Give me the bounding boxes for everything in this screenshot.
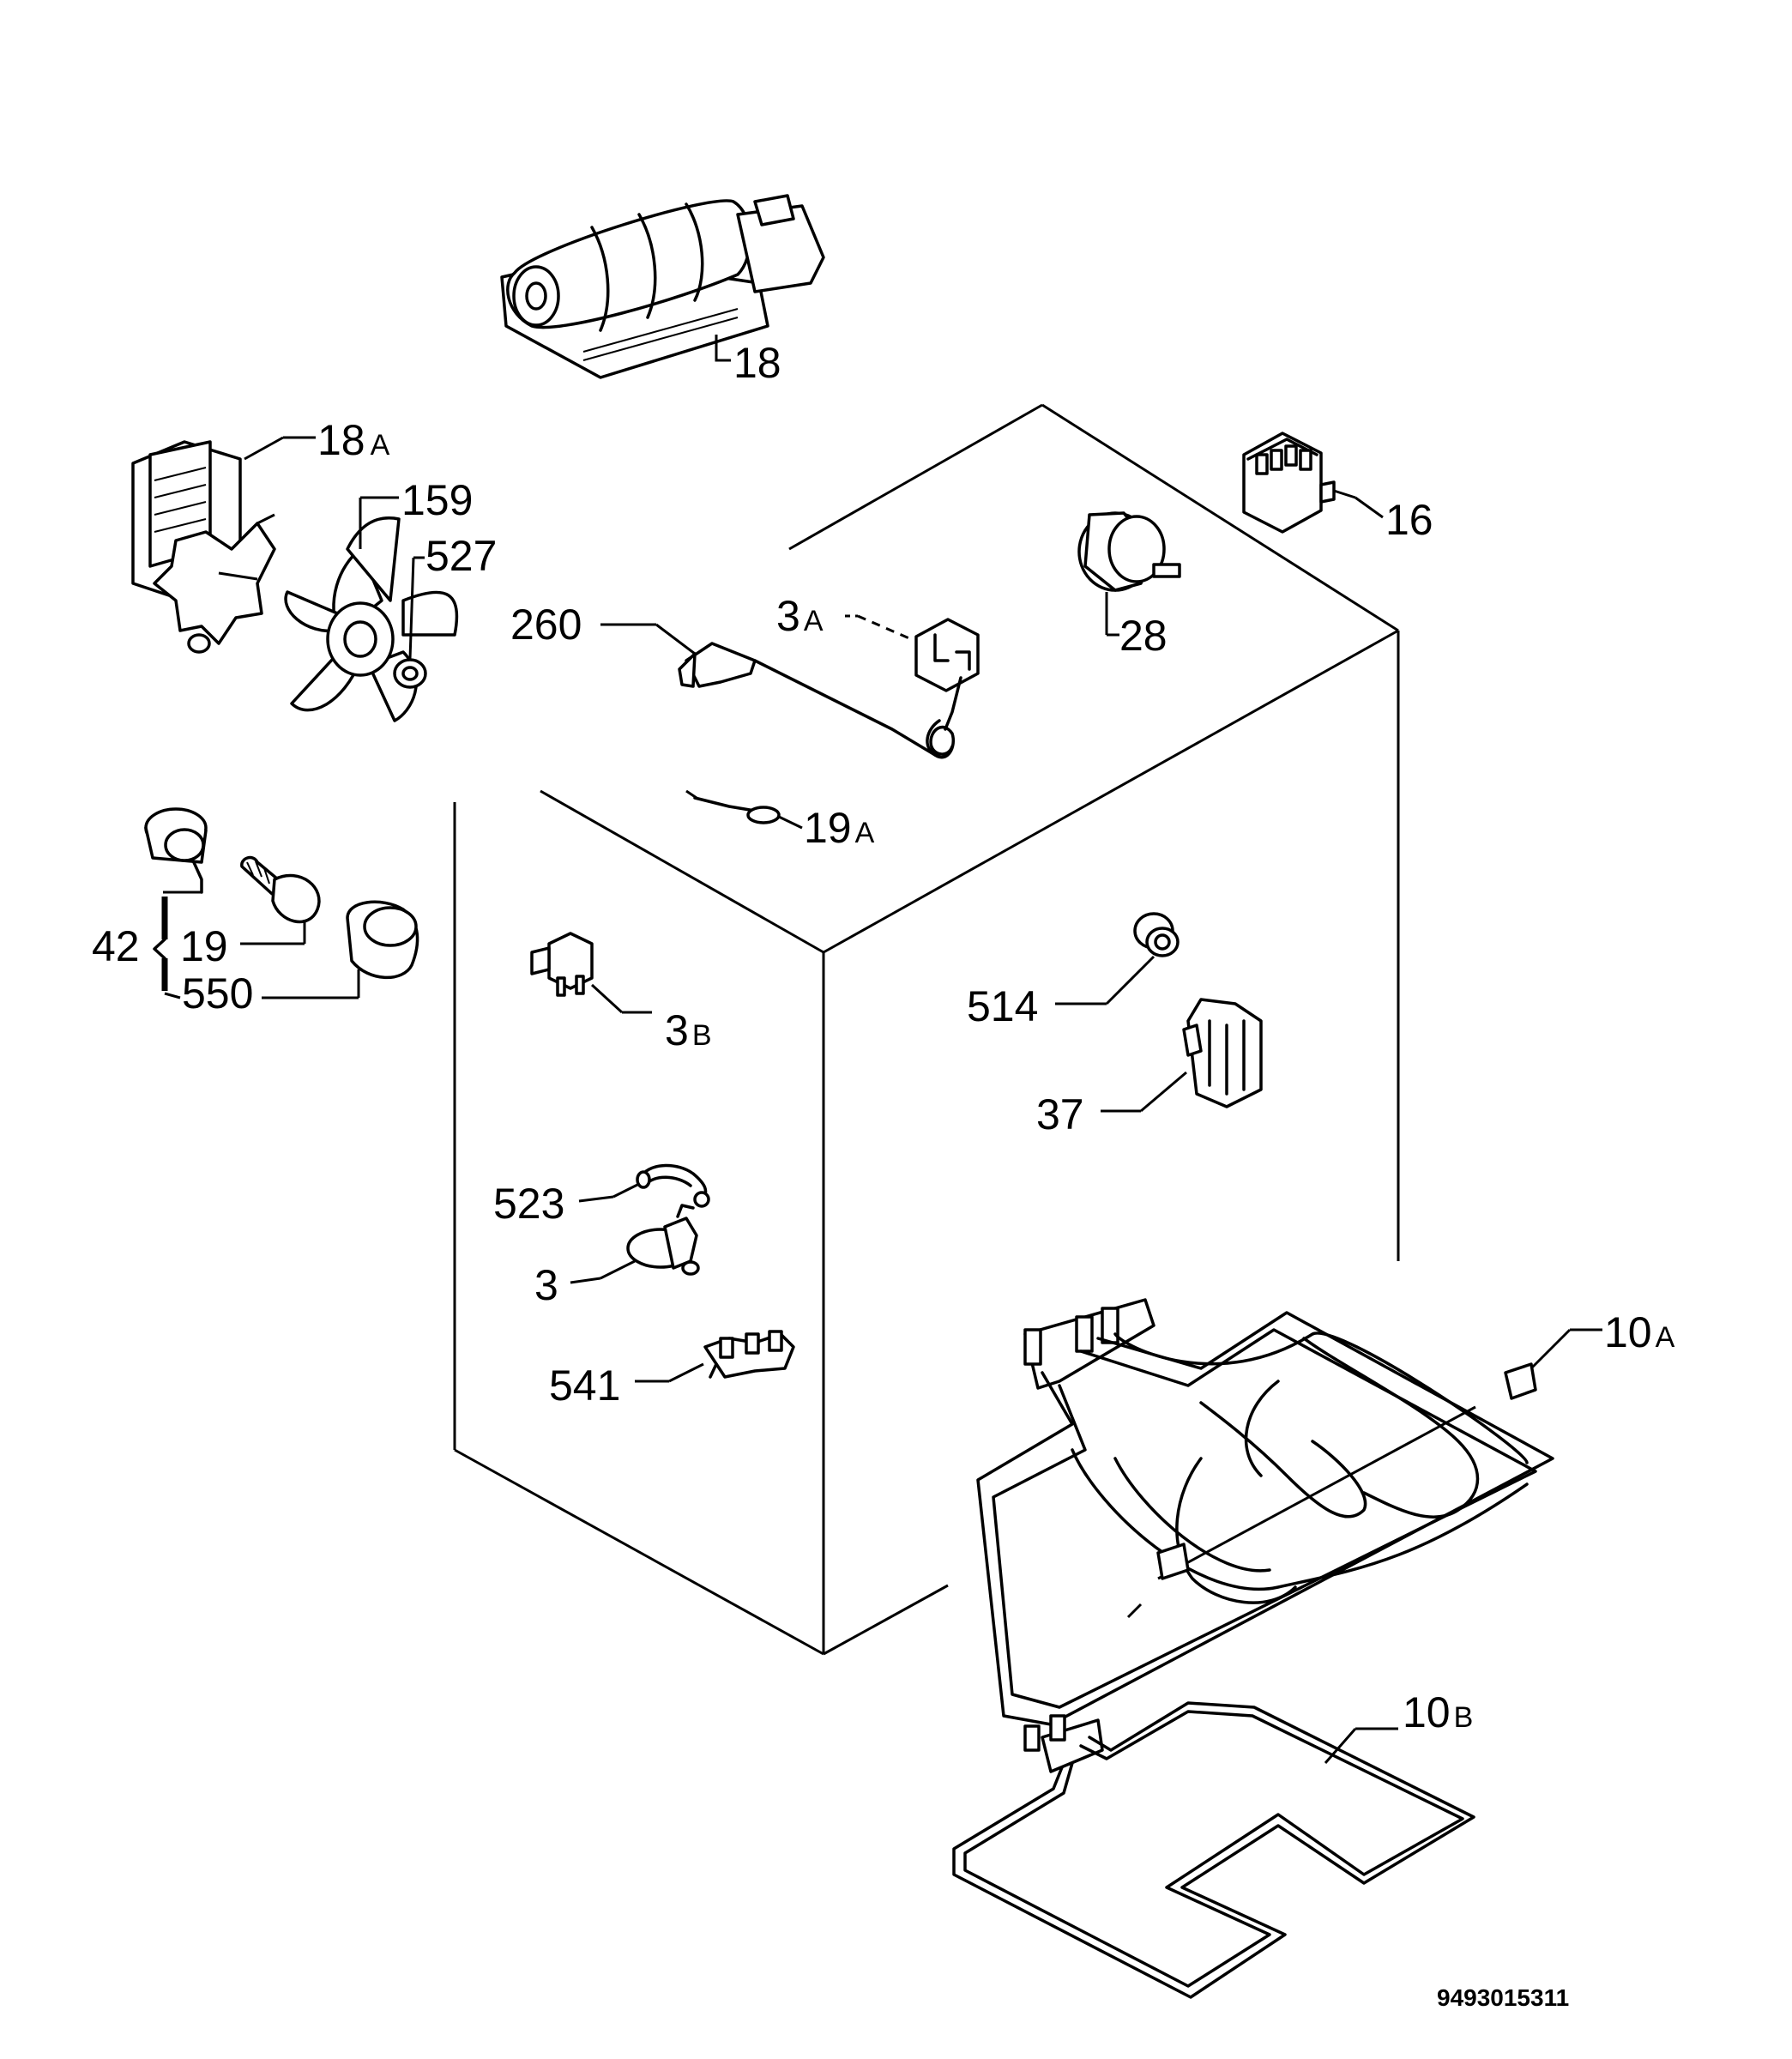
- label-28: 28: [1119, 612, 1168, 660]
- connector-part-541: [635, 1330, 795, 1383]
- lamp-holder-part-42: [144, 807, 208, 894]
- selector-switch-part-16: [1242, 432, 1384, 534]
- sensor-probe-part-260: [600, 623, 757, 688]
- label-260: 260: [510, 601, 582, 649]
- fan-nut-part-527: [393, 556, 427, 689]
- bulb-wire-part-19a: [685, 789, 803, 830]
- fan-blade-part-159: [284, 496, 459, 722]
- terminal-block-part-37: [1101, 998, 1263, 1113]
- label-18: 18: [733, 339, 781, 387]
- thermostat-part-3a: [753, 614, 980, 759]
- label-514: 514: [967, 982, 1038, 1030]
- lamp-cover-part-550: [262, 900, 419, 999]
- fan-motor-part-18a: [131, 436, 284, 654]
- grommet-part-514: [1055, 912, 1180, 1005]
- label-19: 19: [180, 922, 228, 970]
- label-159: 159: [401, 476, 473, 524]
- label-550: 550: [182, 969, 253, 1017]
- bottom-element-part-10b: [952, 1701, 1475, 1999]
- drawing-code: 9493015311: [1437, 1984, 1569, 2011]
- label-523: 523: [493, 1180, 564, 1228]
- thermostat-part-3: [570, 1204, 700, 1284]
- label-16: 16: [1385, 496, 1433, 544]
- oven-cabinet-outline: [453, 403, 1400, 1656]
- bracket-42-group: [153, 891, 202, 999]
- lamp-bulb-part-19: [240, 855, 321, 945]
- cable-clip-part-523: [578, 1163, 710, 1208]
- label-37: 37: [1036, 1090, 1084, 1138]
- label-541: 541: [549, 1362, 620, 1410]
- tangential-fan-part-18: [500, 194, 825, 379]
- label-527: 527: [425, 532, 497, 580]
- label-3: 3: [534, 1261, 558, 1309]
- grill-element-part-10a: [976, 1298, 1602, 1726]
- label-42: 42: [92, 922, 140, 970]
- thermostat-part-28: [1077, 511, 1181, 637]
- terminal-part-3b: [530, 932, 652, 1014]
